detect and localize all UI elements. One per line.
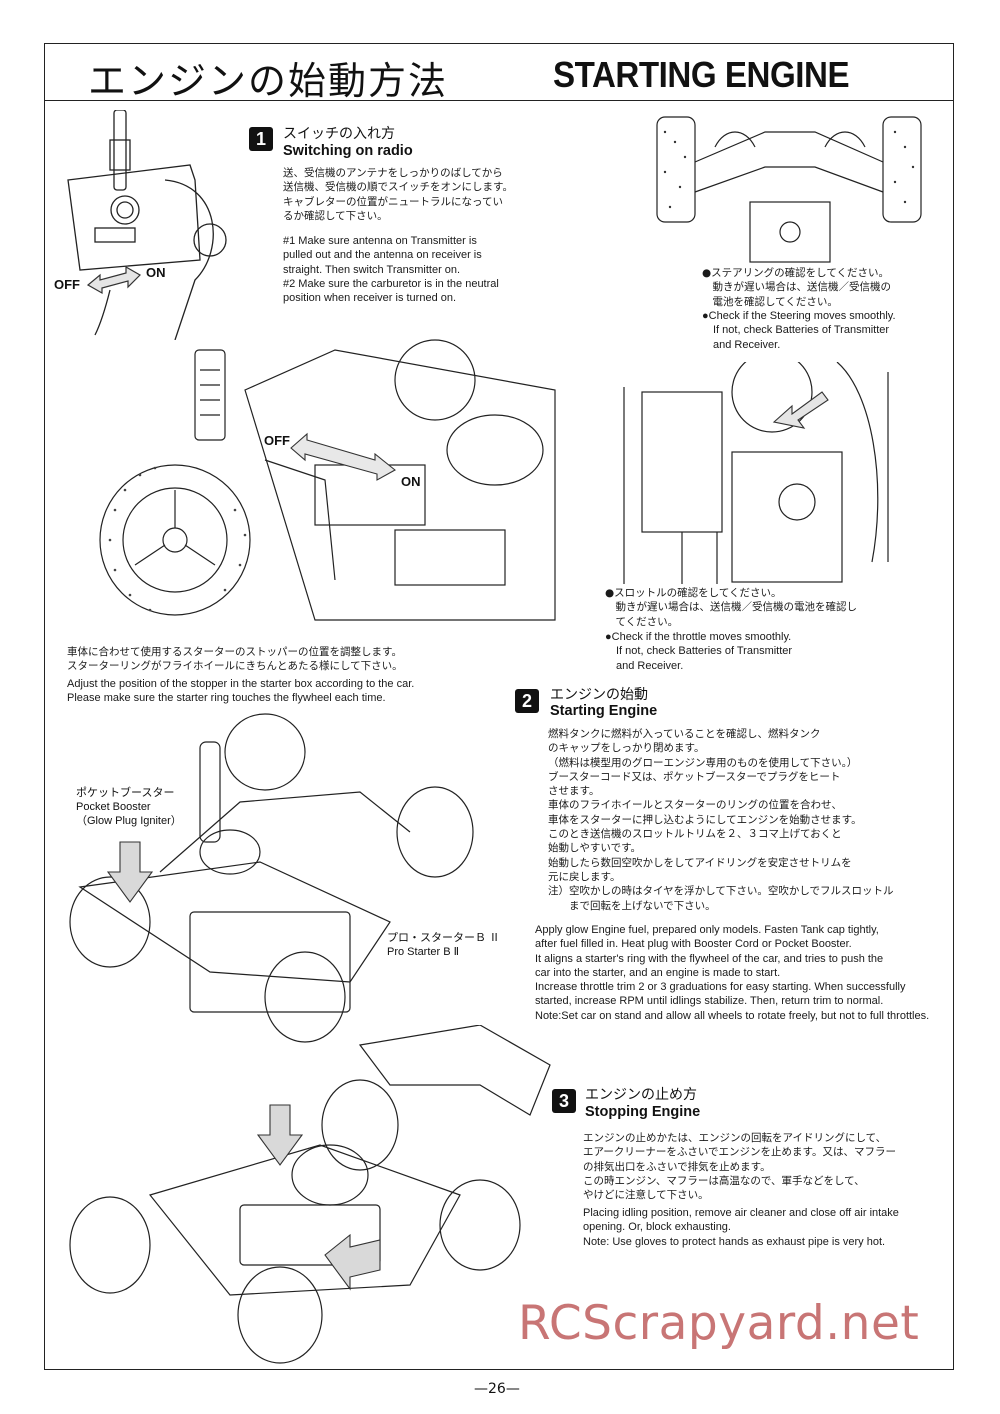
car-off-label: OFF bbox=[264, 433, 290, 448]
step2-number-badge: 2 bbox=[515, 689, 539, 713]
throttle-check-en: ●Check if the throttle moves smoothly. I… bbox=[605, 631, 793, 672]
step1-title-jp: スイッチの入れ方 bbox=[283, 126, 395, 142]
starter-note-en: Adjust the position of the stopper in th… bbox=[67, 678, 415, 705]
throttle-check-jp: ●スロットルの確認をしてください。 動きが遅い場合は、送信機／受信機の電池を確認… bbox=[605, 587, 857, 628]
step3-number-badge: 3 bbox=[552, 1089, 576, 1113]
title-bar bbox=[44, 43, 954, 101]
steering-check-jp: ●ステアリングの確認をしてください。 動きが遅い場合は、送信機／受信機の 電池を… bbox=[702, 267, 891, 308]
step2-title-en: Starting Engine bbox=[550, 703, 658, 719]
step1-body-jp: 送、受信機のアンテナをしっかりのばしてから 送信機、受信機の順でスイッチをオンに… bbox=[283, 167, 513, 222]
starter-note-jp: 車体に合わせて使用するスターターのストッパーの位置を調整します。 スターターリン… bbox=[67, 646, 403, 673]
step3-title-jp: エンジンの止め方 bbox=[585, 1087, 697, 1103]
car-on-label: ON bbox=[401, 474, 421, 489]
step1-title-en: Switching on radio bbox=[283, 143, 413, 159]
pro-starter-label: プロ・スターターＢ Ⅱ Pro Starter B Ⅱ bbox=[387, 932, 501, 958]
step3-title-en: Stopping Engine bbox=[585, 1104, 701, 1120]
throttle-check-illustration bbox=[623, 362, 889, 584]
step2-body-jp: 燃料タンクに燃料が入っていることを確認し、燃料タンク のキャップをしっかり閉めま… bbox=[548, 728, 894, 912]
car-switch-illustration bbox=[99, 339, 556, 621]
step2-body-en: Apply glow Engine fuel, prepared only mo… bbox=[535, 924, 930, 1022]
car-front-steering-illustration bbox=[656, 116, 922, 263]
step3-body-en: Placing idling position, remove air clea… bbox=[583, 1207, 899, 1248]
starter-car-illustration bbox=[69, 713, 474, 1043]
watermark: RCScrapyard.net bbox=[518, 1296, 920, 1351]
stopping-engine-car-illustration bbox=[69, 1025, 551, 1364]
step2-title-jp: エンジンの始動 bbox=[550, 687, 648, 703]
page-frame bbox=[44, 43, 954, 1370]
pocket-booster-label: ポケットブースター Pocket Booster （Glow Plug Igni… bbox=[76, 787, 182, 827]
step3-body-jp: エンジンの止めかたは、エンジンの回転をアイドリングにして、 エアークリーナーをふ… bbox=[583, 1132, 897, 1202]
transmitter-off-label: OFF bbox=[54, 277, 80, 292]
page-title-en: STARTING ENGINE bbox=[553, 54, 850, 95]
off-on-arrow-icon bbox=[86, 265, 141, 295]
page-title-jp: エンジンの始動方法 bbox=[88, 59, 449, 103]
transmitter-illustration bbox=[67, 110, 227, 340]
page-number: —26— bbox=[474, 1381, 520, 1397]
step1-body-en: #1 Make sure antenna on Transmitter is p… bbox=[283, 235, 499, 305]
transmitter-on-label: ON bbox=[146, 265, 166, 280]
steering-check-en: ●Check if the Steering moves smoothly. I… bbox=[702, 310, 896, 351]
step1-number-badge: 1 bbox=[249, 127, 273, 151]
